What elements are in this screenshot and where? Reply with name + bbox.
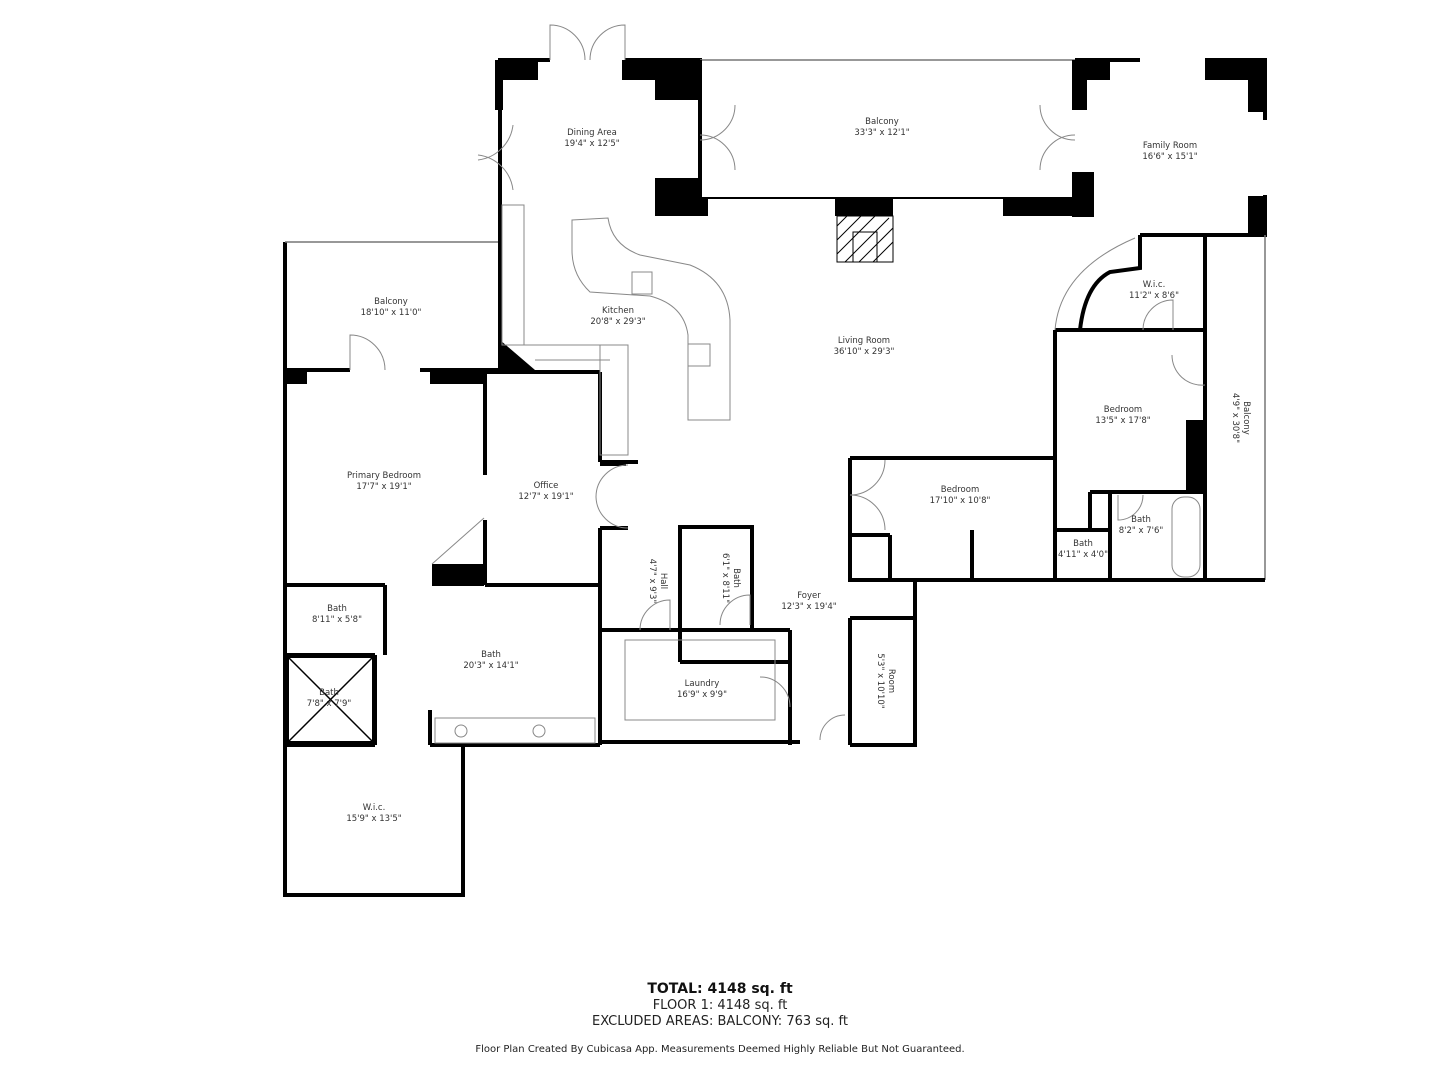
room-size: 17'7" x 19'1" [356, 482, 412, 492]
room-name: Bath [319, 688, 339, 698]
room-label-foyer: Foyer 12'3" x 19'4" [781, 591, 836, 613]
room-label-dining-area: Dining Area 19'4" x 12'5" [564, 128, 619, 150]
room-size: 4'11" x 4'0" [1058, 550, 1108, 560]
room-name: Balcony [1241, 401, 1251, 435]
room-label-laundry: Laundry 16'9" x 9'9" [677, 679, 727, 701]
room-label-bath-primary-small: Bath 8'11" x 5'8" [312, 604, 362, 626]
room-label-bath-primary: Bath 20'3" x 14'1" [463, 650, 518, 672]
room-name: Living Room [837, 336, 891, 346]
room-label-hall: Hall 4'7" x 9'3" [646, 559, 668, 604]
room-size: 17'10" x 10'8" [929, 496, 991, 506]
room-size: 15'9" x 13'5" [346, 814, 402, 824]
room-label-bath-small: Bath 4'11" x 4'0" [1058, 539, 1108, 561]
room-name: Primary Bedroom [347, 471, 421, 481]
total-area: TOTAL: 4148 sq. ft [647, 981, 793, 997]
room-size: 4'7" x 9'3" [647, 558, 657, 604]
room-label-room: Room 5'3" x 10'10" [874, 653, 896, 708]
room-size: 20'3" x 14'1" [463, 661, 519, 671]
room-label-wic-top: W.i.c. 11'2" x 8'6" [1129, 280, 1179, 302]
room-size: 8'2" x 7'6" [1118, 526, 1164, 536]
room-size: 12'7" x 19'1" [518, 492, 574, 502]
room-name: Hall [658, 572, 668, 590]
room-name: W.i.c. [1142, 280, 1166, 290]
room-label-bath-right: Bath 8'2" x 7'6" [1119, 515, 1164, 537]
room-label-living-room: Living Room 36'10" x 29'3" [834, 336, 895, 358]
room-size: 4'9" x 30'8" [1230, 393, 1240, 443]
room-name: Family Room [1142, 141, 1198, 151]
room-name: Bath [1073, 539, 1093, 549]
room-name: Foyer [797, 591, 821, 601]
room-label-bedroom-mid: Bedroom 17'10" x 10'8" [930, 485, 991, 507]
room-size: 20'8" x 29'3" [590, 317, 646, 327]
room-size: 19'4" x 12'5" [564, 139, 620, 149]
room-size: 5'3" x 10'10" [875, 653, 885, 709]
room-label-bedroom-right: Bedroom 13'5" x 17'8" [1095, 405, 1150, 427]
room-label-wic-bottom: W.i.c. 15'9" x 13'5" [346, 803, 401, 825]
room-size: 13'5" x 17'8" [1095, 416, 1151, 426]
credit-disclaimer: Floor Plan Created By Cubicasa App. Meas… [475, 1044, 965, 1055]
room-size: 36'10" x 29'3" [833, 347, 895, 357]
room-name: Bath [1131, 515, 1151, 525]
room-name: Office [533, 481, 559, 491]
excluded-areas: EXCLUDED AREAS: BALCONY: 763 sq. ft [591, 1014, 849, 1029]
room-label-balcony-top: Balcony 33'3" x 12'1" [854, 117, 909, 139]
room-size: 12'3" x 19'4" [781, 602, 837, 612]
room-label-kitchen: Kitchen 20'8" x 29'3" [590, 306, 645, 328]
room-name: Bedroom [940, 485, 980, 495]
room-name: Balcony [374, 297, 408, 307]
room-label-bath-hall: Bath 6'1" x 8'11" [719, 553, 741, 603]
room-name: Dining Area [567, 128, 617, 138]
room-size: 11'2" x 8'6" [1129, 291, 1179, 301]
room-size: 16'9" x 9'9" [677, 690, 727, 700]
room-name: Bath [481, 650, 501, 660]
room-size: 6'1" x 8'11" [720, 553, 730, 603]
room-name: Balcony [865, 117, 899, 127]
room-size: 33'3" x 12'1" [854, 128, 910, 138]
room-size: 8'11" x 5'8" [312, 615, 362, 625]
room-label-balcony-right: Balcony 4'9" x 30'8" [1229, 393, 1251, 443]
room-label-primary-bedroom: Primary Bedroom 17'7" x 19'1" [347, 471, 421, 493]
room-label-bath-shower: Bath 7'8" x 7'9" [307, 688, 352, 710]
room-name: Bedroom [1103, 405, 1143, 415]
room-label-family-room: Family Room 16'6" x 15'1" [1142, 141, 1197, 163]
room-label-balcony-left: Balcony 18'10" x 11'0" [361, 297, 422, 319]
room-name: W.i.c. [362, 803, 386, 813]
room-size: 18'10" x 11'0" [360, 308, 422, 318]
room-name: Laundry [684, 679, 720, 689]
room-name: Kitchen [602, 306, 634, 316]
room-size: 16'6" x 15'1" [1142, 152, 1198, 162]
wall-dining [498, 58, 550, 200]
room-size: 7'8" x 7'9" [306, 699, 352, 709]
room-name: Bath [731, 568, 741, 588]
room-name: Bath [327, 604, 347, 614]
floor-1-area: FLOOR 1: 4148 sq. ft [652, 998, 788, 1013]
room-label-office: Office 12'7" x 19'1" [518, 481, 573, 503]
room-name: Room [886, 668, 896, 694]
